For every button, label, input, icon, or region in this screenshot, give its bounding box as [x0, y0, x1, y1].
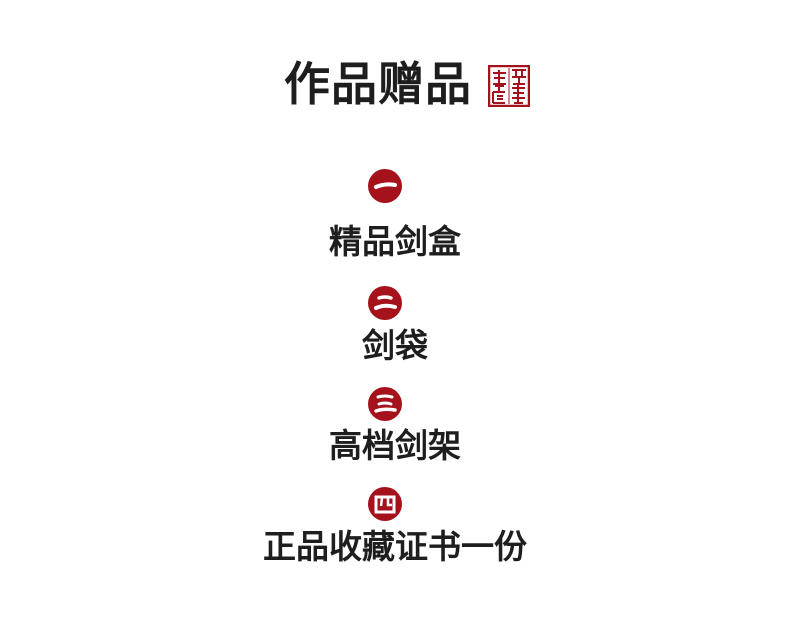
item-number-badge: 四: [368, 487, 402, 521]
item-label: 高档剑架: [329, 426, 461, 465]
numeral-one-icon: [374, 182, 397, 189]
item-number-badge: 一: [368, 169, 402, 203]
page-title: 作品赠品: [284, 57, 472, 111]
item-number-badge: 二: [368, 286, 402, 320]
item-number-badge: 三: [368, 387, 402, 421]
item-label: 精品剑盒: [329, 222, 461, 261]
numeral-two-icon: [374, 295, 397, 310]
item-label: 剑袋: [362, 326, 428, 365]
title-row: 作品赠品: [0, 52, 790, 116]
numeral-four-icon: [374, 495, 396, 514]
item-label: 正品收藏证书一份: [263, 527, 527, 566]
numeral-three-icon: [374, 394, 397, 413]
red-seal-stamp-icon: [487, 64, 531, 108]
